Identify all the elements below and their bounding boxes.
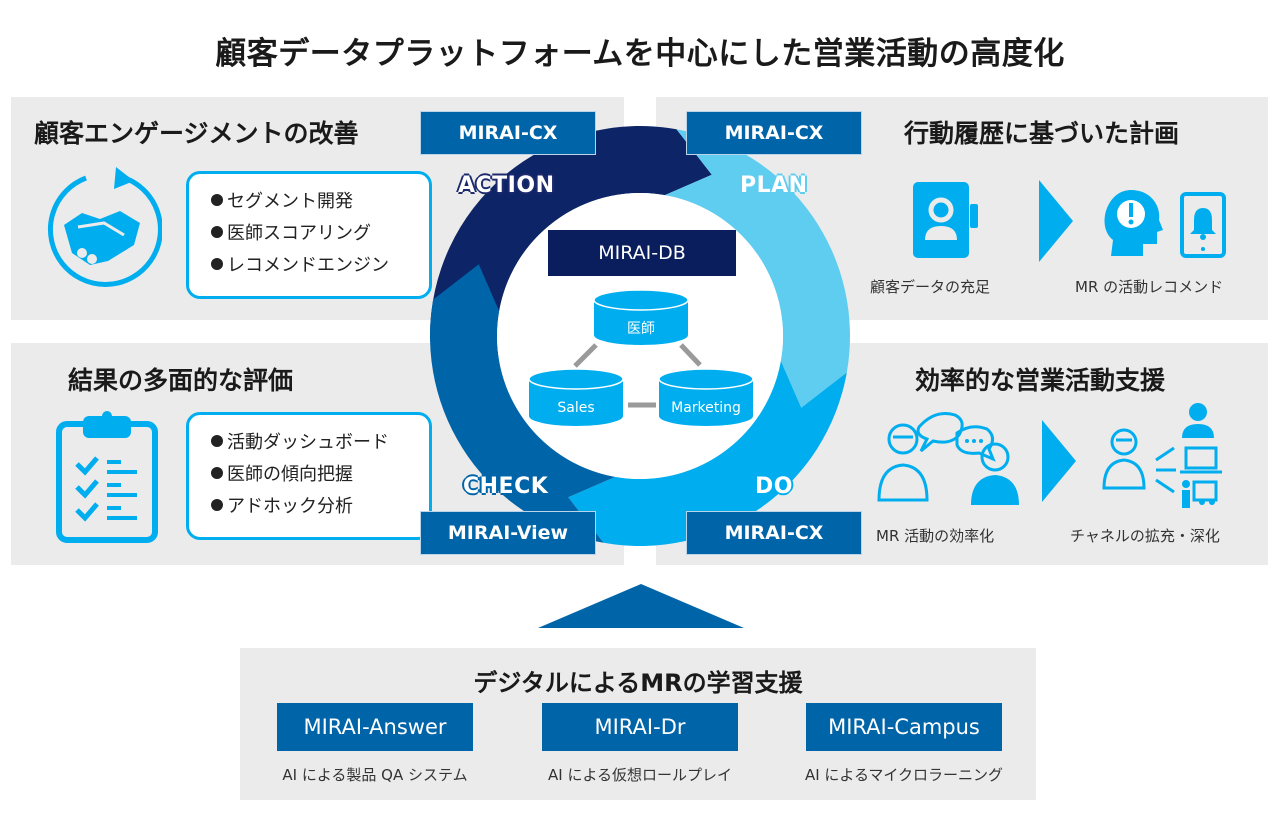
tool-tag-plan: MIRAI-CX xyxy=(686,111,862,155)
handshake-cycle-icon xyxy=(42,165,163,295)
arrow-right-icon xyxy=(1042,420,1078,502)
tool-tag-campus: MIRAI-Campus xyxy=(806,703,1002,751)
bullet-item: 医師の傾向把握 xyxy=(211,459,429,491)
up-triangle-icon xyxy=(538,584,744,628)
phase-label-do: DO xyxy=(755,474,793,499)
bullet-item: アドホック分析 xyxy=(211,491,429,523)
database-cylinder-marketing xyxy=(658,368,754,426)
sales-support-caption-1: MR 活動の効率化 xyxy=(876,527,995,545)
doctor-conversation-icon xyxy=(875,405,1025,505)
tablet-bell-icon xyxy=(1180,192,1228,258)
evaluation-bullet-list: 活動ダッシュボード 医師の傾向把握 アドホック分析 xyxy=(186,412,432,540)
engagement-heading: 顧客エンゲージメントの改善 xyxy=(34,119,359,148)
arrow-right-icon xyxy=(1039,180,1075,262)
tool-caption-dr: AI による仮想ロールプレイ xyxy=(547,766,732,784)
mirai-db-label: MIRAI-DB xyxy=(548,230,736,276)
sales-support-caption-2: チャネルの拡充・深化 xyxy=(1070,527,1220,545)
phase-label-check: CHECK xyxy=(463,474,549,499)
ring-segment-check xyxy=(429,264,616,543)
learning-support-heading: デジタルによるMRの学習支援 xyxy=(473,669,803,697)
phase-label-plan: PLAN xyxy=(740,173,808,198)
db-connector xyxy=(679,343,702,367)
db-connector xyxy=(573,343,598,368)
database-cylinder-doctor xyxy=(593,289,689,345)
diagram-title: 顧客データプラットフォームを中心にした営業活動の高度化 xyxy=(215,36,1065,72)
sales-support-heading: 効率的な営業活動支援 xyxy=(915,366,1166,395)
head-alert-icon xyxy=(1103,190,1163,256)
clipboard-checklist-icon xyxy=(55,410,165,545)
engagement-bullet-list: セグメント開発 医師スコアリング レコメンドエンジン xyxy=(186,171,432,299)
tool-tag-check: MIRAI-View xyxy=(420,511,596,555)
tool-tag-action: MIRAI-CX xyxy=(420,111,596,155)
evaluation-heading: 結果の多面的な評価 xyxy=(68,366,294,395)
planning-heading: 行動履歴に基づいた計画 xyxy=(904,119,1180,148)
ring-segment-do xyxy=(568,360,847,546)
database-label-sales: Sales xyxy=(557,400,595,416)
tool-tag-answer: MIRAI-Answer xyxy=(277,703,473,751)
bullet-item: 活動ダッシュボード xyxy=(211,427,429,459)
database-label-doctor: 医師 xyxy=(627,321,655,337)
tool-tag-dr: MIRAI-Dr xyxy=(542,703,738,751)
bullet-item: 医師スコアリング xyxy=(211,218,429,250)
planning-caption-2: MR の活動レコメンド xyxy=(1075,278,1224,296)
database-cylinder-sales xyxy=(528,368,624,426)
bullet-item: セグメント開発 xyxy=(211,186,429,218)
tool-caption-answer: AI による製品 QA システム xyxy=(282,766,468,784)
doctor-multichannel-icon xyxy=(1100,398,1240,510)
tool-caption-campus: AI によるマイクロラーニング xyxy=(804,766,1004,784)
bullet-item: レコメンドエンジン xyxy=(211,250,429,282)
contact-book-icon xyxy=(913,180,979,260)
ring-segment-action xyxy=(430,125,712,336)
phase-label-action: ACTION xyxy=(458,173,555,198)
ring-segment-plan xyxy=(664,129,850,408)
tool-tag-do: MIRAI-CX xyxy=(686,511,862,555)
database-label-marketing: Marketing xyxy=(671,400,741,416)
planning-caption-1: 顧客データの充足 xyxy=(870,278,991,296)
